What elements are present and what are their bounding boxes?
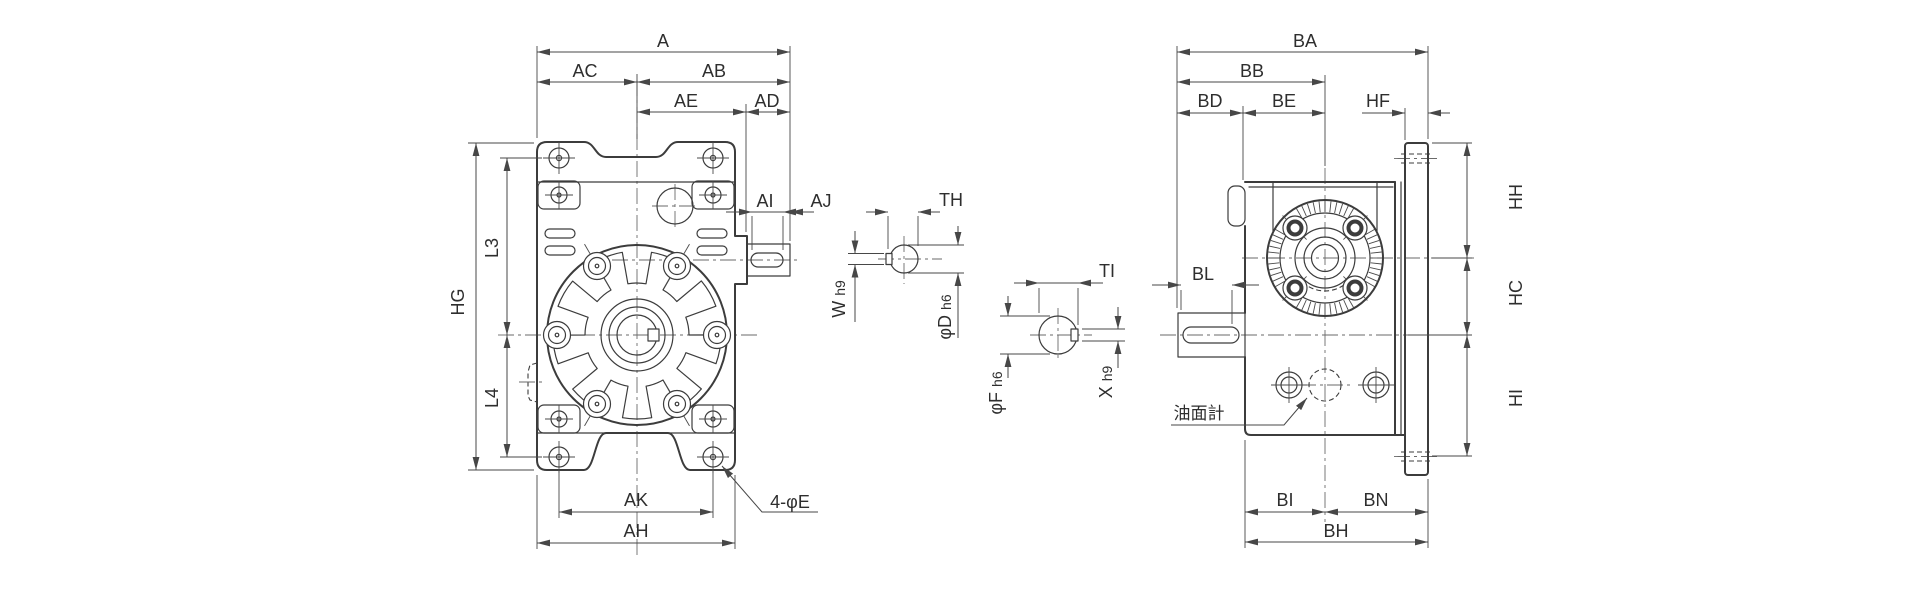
dim-label-aj: AJ xyxy=(810,191,831,211)
dim-label-ah: AH xyxy=(623,521,648,541)
dim-label-ab: AB xyxy=(702,61,726,81)
dimension-lines xyxy=(472,48,818,547)
dim-label-bd: BD xyxy=(1197,91,1222,111)
side-view-dimensions: BA BB BD BE HF BL HH HC HI BI BN BH 油面計 xyxy=(1152,31,1526,548)
foot-hole xyxy=(543,441,575,473)
hole-note-leader xyxy=(721,465,818,513)
oil-gauge-leader xyxy=(1171,397,1308,426)
dim-label-l3: L3 xyxy=(482,238,502,258)
drain-plug xyxy=(1271,367,1307,403)
flange-knurl-ticks xyxy=(1268,201,1382,315)
tab-hole xyxy=(697,142,729,174)
drain-plug xyxy=(1358,367,1394,403)
section-dim-lines xyxy=(1000,279,1125,378)
pad-hole xyxy=(699,181,727,209)
dim-label-ae: AE xyxy=(674,91,698,111)
dim-label-hc: HC xyxy=(1506,280,1526,306)
output-shaft-section: TI φFh6 Xh9 xyxy=(986,261,1125,415)
dim-label-x-h9: Xh9 xyxy=(1096,365,1116,398)
dim-label-a: A xyxy=(657,31,669,51)
input-shaft-keyway xyxy=(750,252,784,268)
hidden-slot-arc xyxy=(1305,284,1345,292)
filler-plug xyxy=(656,187,694,225)
dim-label-w-h9: Wh9 xyxy=(829,280,849,318)
dim-label-hf: HF xyxy=(1366,91,1390,111)
bottom-plugs xyxy=(1271,367,1394,403)
flange-bolt xyxy=(1282,275,1308,301)
dim-label-ak: AK xyxy=(624,490,648,510)
cooling-fin-ring xyxy=(552,251,722,420)
dim-label-bb: BB xyxy=(1240,61,1264,81)
flange-bolt xyxy=(1282,215,1308,241)
keyway-notch xyxy=(885,252,893,266)
foot-hole xyxy=(697,441,729,473)
cooling-slots xyxy=(544,228,728,256)
dim-label-ba: BA xyxy=(1293,31,1317,51)
dim-label-ad: AD xyxy=(754,91,779,111)
bore-keyway xyxy=(647,328,660,342)
pad-hole xyxy=(699,405,727,433)
side-shaft-keyway xyxy=(1182,326,1240,344)
input-shaft-section: TH Wh9 φDh6 xyxy=(829,190,964,340)
dim-label-bi: BI xyxy=(1276,490,1293,510)
cover-bolt xyxy=(582,251,612,281)
pad-hole xyxy=(545,181,573,209)
mounting-holes xyxy=(543,142,729,473)
dim-label-f-h6: φFh6 xyxy=(986,371,1006,414)
dim-label-hh: HH xyxy=(1506,184,1526,210)
flange-bolt xyxy=(1342,215,1368,241)
dim-label-d-h6: φDh6 xyxy=(935,294,955,339)
side-body xyxy=(1227,181,1406,436)
dim-label-th: TH xyxy=(939,190,963,210)
input-shaft xyxy=(746,243,791,277)
dim-label-bn: BN xyxy=(1363,490,1388,510)
mounting-flange xyxy=(1401,142,1432,476)
side-view xyxy=(1160,142,1474,522)
flange-bolts xyxy=(1282,215,1368,301)
cover-bolt xyxy=(662,251,692,281)
cover-bolt xyxy=(702,320,732,350)
hidden-boss xyxy=(527,362,538,403)
pad-hole xyxy=(545,405,573,433)
cover-bolt xyxy=(542,320,572,350)
dim-label-ac: AC xyxy=(572,61,597,81)
section-dim-lines xyxy=(848,208,964,338)
bearing-boss-cap xyxy=(1227,185,1246,227)
output-bore xyxy=(600,298,674,372)
dim-label-hi: HI xyxy=(1506,389,1526,407)
dim-label-bl: BL xyxy=(1192,264,1214,284)
dim-label-ti: TI xyxy=(1099,261,1115,281)
dim-label-be: BE xyxy=(1272,91,1296,111)
dim-label-bh: BH xyxy=(1323,521,1348,541)
cover-bolts xyxy=(542,251,732,419)
hole-count-label: 4-φE xyxy=(770,492,810,512)
tab-hole xyxy=(543,142,575,174)
dim-label-ai: AI xyxy=(756,191,773,211)
cover-bolt xyxy=(582,389,612,419)
dimension-lines xyxy=(1152,48,1471,546)
side-view-centerlines xyxy=(1160,158,1474,522)
cover-bolt xyxy=(662,389,692,419)
flange-bolt xyxy=(1342,275,1368,301)
oil-gauge-circle xyxy=(1308,368,1342,402)
oil-gauge-label: 油面計 xyxy=(1174,404,1225,423)
side-output-shaft xyxy=(1177,312,1246,358)
dim-label-hg: HG xyxy=(448,289,468,316)
dim-label-l4: L4 xyxy=(482,388,502,408)
keyway-notch xyxy=(1070,328,1079,342)
extension-lines xyxy=(468,46,791,549)
front-view xyxy=(498,80,800,558)
gearbox-body-outline xyxy=(536,141,748,471)
input-flange xyxy=(1266,199,1384,317)
front-view-dimensions: A AC AB AE AD AI AJ HG L3 L4 AK AH 4-φE xyxy=(448,31,832,549)
